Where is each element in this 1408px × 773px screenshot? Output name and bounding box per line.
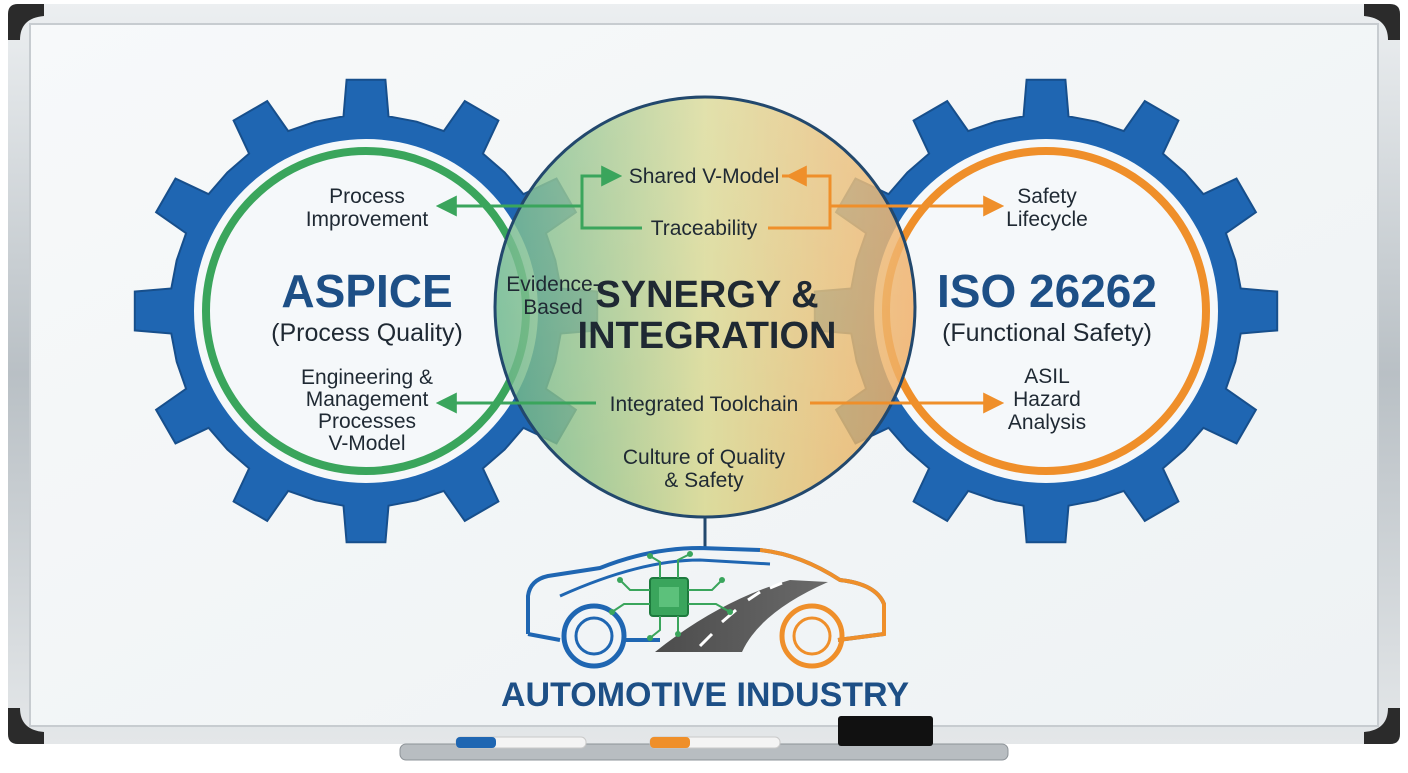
eraser[interactable] [838,716,933,746]
iso-title: ISO 26262 [937,265,1157,317]
corner-bottom-left [8,708,44,744]
culture-label-1: Culture of Quality [623,446,786,469]
traceability-label: Traceability [651,217,758,240]
iso-subtitle: (Functional Safety) [942,319,1152,347]
right-gear-face [874,139,1218,483]
corner-top-left [8,4,44,40]
car-icon [526,546,886,669]
aspice-title: ASPICE [281,265,452,317]
synergy-title-1: SYNERGY & [595,274,818,316]
left-bottom-text-3: Processes [318,410,416,433]
chip-icon [609,551,733,641]
corner-bottom-right [1364,708,1400,744]
corner-top-right [1364,4,1400,40]
left-bottom-text-4: V-Model [328,432,405,455]
aspice-subtitle: (Process Quality) [271,319,463,347]
left-top-text-2: Improvement [306,208,429,231]
shared-vmodel-label: Shared V-Model [629,165,780,188]
right-bottom-text-2: Hazard [1013,388,1081,411]
culture-label-2: & Safety [664,469,744,492]
automotive-industry-label: AUTOMOTIVE INDUSTRY [501,676,909,714]
arrow-to-process-improvement [435,176,584,217]
orange-marker[interactable] [649,736,781,749]
center-circle [493,95,917,519]
left-bottom-text-2: Management [306,388,429,411]
left-top-text-1: Process [329,185,405,208]
evidence-based-label-2: Based [523,296,583,319]
evidence-based-label-1: Evidence- [506,273,599,296]
integrated-toolchain-label: Integrated Toolchain [610,393,799,416]
right-top-text-1: Safety [1017,185,1077,208]
right-top-text-2: Lifecycle [1006,208,1088,231]
right-bottom-text-3: Analysis [1008,411,1086,434]
blue-marker[interactable] [455,736,587,749]
right-bottom-text-1: ASIL [1024,365,1070,388]
synergy-title-2: INTEGRATION [578,315,837,357]
connectors [435,165,1005,548]
road-icon [655,580,828,652]
left-bottom-text-1: Engineering & [301,366,433,389]
